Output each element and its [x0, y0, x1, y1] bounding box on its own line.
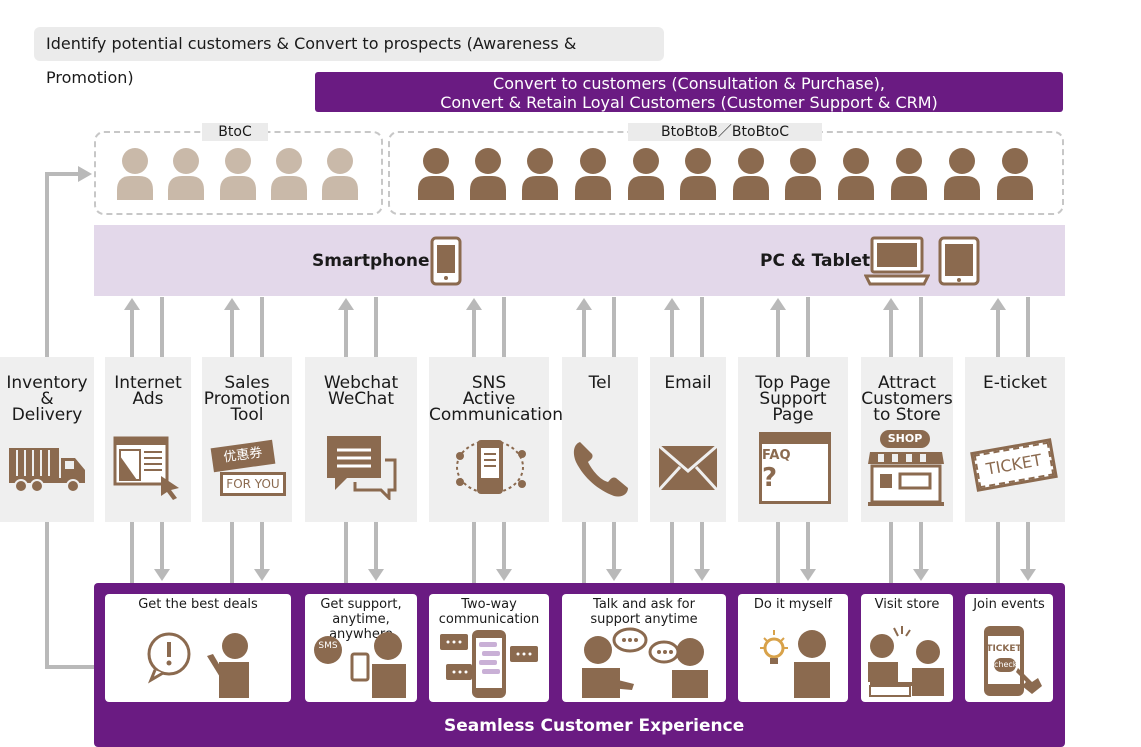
down-arrow: [154, 522, 170, 581]
talk-people-icon: [582, 627, 708, 698]
conversion-line-2: Convert & Retain Loyal Customers (Custom…: [440, 93, 938, 112]
tablet-icon: [938, 236, 980, 286]
btob-person-icon: [785, 148, 821, 200]
btoc-person-icon: [220, 148, 256, 200]
conversion-line-1: Convert to customers (Consultation & Pur…: [493, 74, 885, 93]
btob-person-icon: [997, 148, 1033, 200]
up-arrow: [770, 298, 786, 357]
channel-label: SNS Active Communication: [429, 373, 563, 425]
faq-window-bar: [762, 435, 828, 444]
up-arrow: [990, 298, 1006, 357]
down-arrow: [254, 522, 270, 581]
up-arrow: [338, 298, 354, 357]
card-label: Visit store: [874, 597, 940, 612]
channel-e-ticket: E-ticket: [965, 357, 1065, 522]
btob-person-icon: [838, 148, 874, 200]
channel-label: Top Page Support Page: [755, 373, 831, 425]
coupon-icon: 优惠券 FOR YOU: [208, 439, 288, 500]
card-label: Two-way communication: [438, 597, 540, 627]
btob-person-icon: [944, 148, 980, 200]
card-label: Talk and ask for support anytime: [590, 597, 698, 627]
sms-person-icon: [314, 632, 406, 698]
card-best-deals: Get the best deals: [105, 594, 291, 702]
btob-person-icon: [891, 148, 927, 200]
btoc-person-icon: [322, 148, 358, 200]
channel-label: Inventory & Delivery: [6, 373, 88, 425]
channel-label: Webchat WeChat: [323, 373, 399, 409]
btob-label: BtoBtoB／BtoBtoC: [628, 123, 822, 141]
btob-person-icon: [470, 148, 506, 200]
sms-bubble: SMS: [318, 641, 338, 651]
btob-person-icon: [628, 148, 664, 200]
up-arrow: [124, 298, 140, 357]
channel-inventory-delivery: Inventory & Delivery: [0, 357, 94, 522]
card-label: Do it myself: [753, 597, 833, 612]
down-arrow: [496, 522, 512, 581]
channel-tel: Tel: [562, 357, 638, 522]
deal-person-icon: [147, 632, 249, 698]
check-badge: check: [994, 658, 1017, 672]
shop-sign: SHOP: [880, 430, 930, 448]
up-arrow: [224, 298, 240, 357]
lightbulb-person-icon: [760, 630, 830, 698]
down-arrow: [694, 522, 710, 581]
event-ticket-phone-icon: TICKET check: [984, 624, 1044, 698]
smartphone-icon: [430, 236, 462, 286]
down-arrow: [1020, 522, 1036, 581]
coupon-tag-cn: 优惠券: [210, 439, 276, 473]
web-ad-icon: [113, 436, 179, 500]
awareness-label: Identify potential customers & Convert t…: [34, 27, 664, 87]
phone-icon: [573, 442, 628, 497]
two-way-phone-icon: [440, 630, 538, 698]
channel-email: Email: [650, 357, 726, 522]
channel-label: Tel: [588, 373, 612, 393]
chat-icon: [327, 436, 397, 500]
btob-person-icon: [522, 148, 558, 200]
down-arrow: [606, 522, 622, 581]
btoc-label: BtoC: [202, 123, 268, 141]
pc-tablet-label: PC & Tablet: [760, 251, 871, 271]
smartphone-label: Smartphone: [312, 251, 430, 271]
down-arrow: [913, 522, 929, 581]
channel-label: Sales Promotion Tool: [203, 373, 291, 425]
btoc-person-icon: [117, 148, 153, 200]
up-arrow: [576, 298, 592, 357]
truck-icon: [9, 448, 85, 493]
laptop-icon: [864, 236, 930, 286]
envelope-icon: [658, 445, 718, 491]
btob-person-icon: [680, 148, 716, 200]
faq-text: FAQ: [762, 448, 791, 463]
card-label: Get the best deals: [138, 597, 258, 612]
btoc-person-icon: [168, 148, 204, 200]
question-mark-icon: ?: [762, 463, 778, 493]
shop-icon: SHOP: [866, 430, 946, 508]
visit-store-icon: [868, 626, 944, 697]
up-arrow: [664, 298, 680, 357]
btob-person-icon: [575, 148, 611, 200]
ticket-text: TICKET: [970, 437, 1058, 493]
up-arrow: [883, 298, 899, 357]
btob-person-icon: [418, 148, 454, 200]
faq-icon: FAQ ?: [759, 432, 831, 504]
card-label: Join events: [973, 597, 1045, 612]
channel-label: E-ticket: [983, 373, 1047, 393]
conversion-banner: Convert to customers (Consultation & Pur…: [315, 72, 1063, 112]
channel-sns: SNS Active Communication: [429, 357, 563, 522]
channel-label: Attract Customers to Store: [861, 373, 953, 425]
ticket-icon: TICKET: [970, 437, 1058, 493]
channel-label: Email: [664, 373, 712, 393]
btob-person-icon: [733, 148, 769, 200]
down-arrow: [368, 522, 384, 581]
down-arrow: [800, 522, 816, 581]
btoc-person-icon: [271, 148, 307, 200]
up-arrow: [466, 298, 482, 357]
sns-icon: [456, 440, 526, 494]
channel-label: Internet Ads: [114, 373, 182, 409]
seamless-experience-label: Seamless Customer Experience: [444, 716, 745, 736]
ticket-label: TICKET: [986, 644, 1022, 654]
coupon-tag-foryou: FOR YOU: [220, 472, 286, 496]
